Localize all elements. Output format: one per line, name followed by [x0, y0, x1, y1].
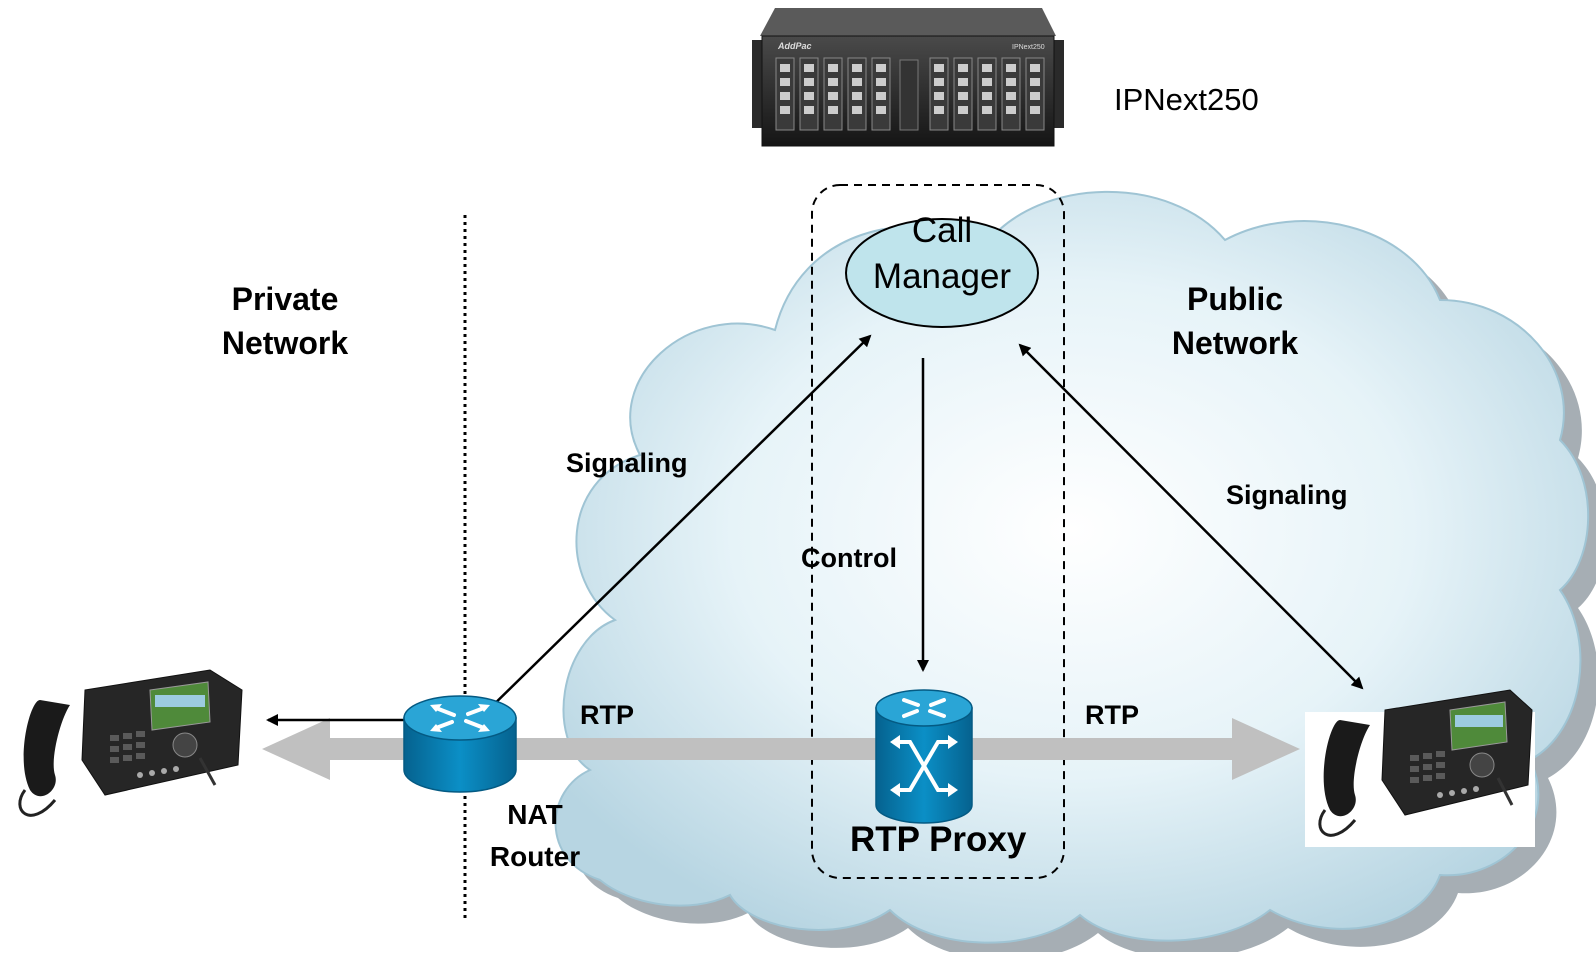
device-port — [780, 92, 790, 100]
private-network-line2: Network — [221, 325, 349, 361]
device-name-label: IPNext250 — [1114, 82, 1259, 117]
device-port — [852, 64, 862, 72]
device-port — [958, 64, 968, 72]
nat-router-label: NAT Router — [475, 794, 595, 878]
device-port — [982, 92, 992, 100]
device-model-print: IPNext250 — [1012, 44, 1045, 51]
public-network-line2: Network — [1171, 325, 1299, 361]
device-port — [804, 92, 814, 100]
device-port — [828, 106, 838, 114]
device-port — [1030, 78, 1040, 86]
device-port — [828, 78, 838, 86]
device-port — [852, 78, 862, 86]
rtp-proxy-icon — [875, 689, 973, 824]
private-network-line1: Private — [231, 281, 339, 317]
rtp-right-label: RTP — [1085, 700, 1139, 730]
left-ip-phone-icon — [18, 669, 243, 817]
public-network-line1: Public — [1186, 281, 1283, 317]
device-port — [876, 64, 886, 72]
device-port — [1030, 64, 1040, 72]
device-port — [982, 106, 992, 114]
device-port — [876, 78, 886, 86]
call-manager-line1: Call — [911, 211, 973, 250]
device-port — [780, 64, 790, 72]
device-port — [852, 92, 862, 100]
device-port — [804, 78, 814, 86]
rtp-left-label: RTP — [580, 700, 634, 730]
device-port — [934, 64, 944, 72]
device-port — [1030, 92, 1040, 100]
nat-router-line1: NAT — [507, 799, 563, 830]
device-slots — [775, 57, 1045, 131]
call-manager-line2: Manager — [872, 257, 1012, 296]
device-port — [804, 64, 814, 72]
rtp-proxy-label: RTP Proxy — [850, 820, 1027, 859]
nat-router-icon — [403, 695, 517, 793]
call-manager-node — [845, 218, 1039, 328]
device-port — [828, 64, 838, 72]
call-manager-label: Call Manager — [852, 208, 1032, 300]
device-port — [958, 106, 968, 114]
ipnext250-device: AddPac IPNext250 — [752, 8, 1064, 147]
device-port — [876, 92, 886, 100]
device-port — [852, 106, 862, 114]
device-port — [1006, 92, 1016, 100]
device-port — [1006, 78, 1016, 86]
device-brand-print: AddPac — [777, 41, 812, 51]
signaling-right-label: Signaling — [1226, 480, 1348, 510]
device-port — [982, 64, 992, 72]
ipnext250-group-box — [811, 184, 1065, 879]
device-port — [1030, 106, 1040, 114]
device-port — [804, 106, 814, 114]
device-port — [934, 78, 944, 86]
signaling-left-arrow — [479, 334, 872, 719]
nat-router-line2: Router — [489, 841, 581, 872]
device-port — [1006, 106, 1016, 114]
private-network-label: Private Network — [200, 277, 370, 365]
device-port — [934, 106, 944, 114]
right-ip-phone-icon — [1318, 689, 1533, 837]
signaling-right-arrow — [1018, 343, 1364, 690]
device-port — [828, 92, 838, 100]
device-port — [780, 78, 790, 86]
device-port — [876, 106, 886, 114]
signaling-left-label: Signaling — [566, 448, 688, 478]
device-port — [780, 106, 790, 114]
device-port — [982, 78, 992, 86]
device-port — [1006, 64, 1016, 72]
control-label: Control — [801, 543, 897, 573]
public-network-label: Public Network — [1150, 277, 1320, 365]
device-port — [934, 92, 944, 100]
device-port — [958, 92, 968, 100]
device-port — [958, 78, 968, 86]
rtp-media-arrow — [262, 718, 1300, 780]
